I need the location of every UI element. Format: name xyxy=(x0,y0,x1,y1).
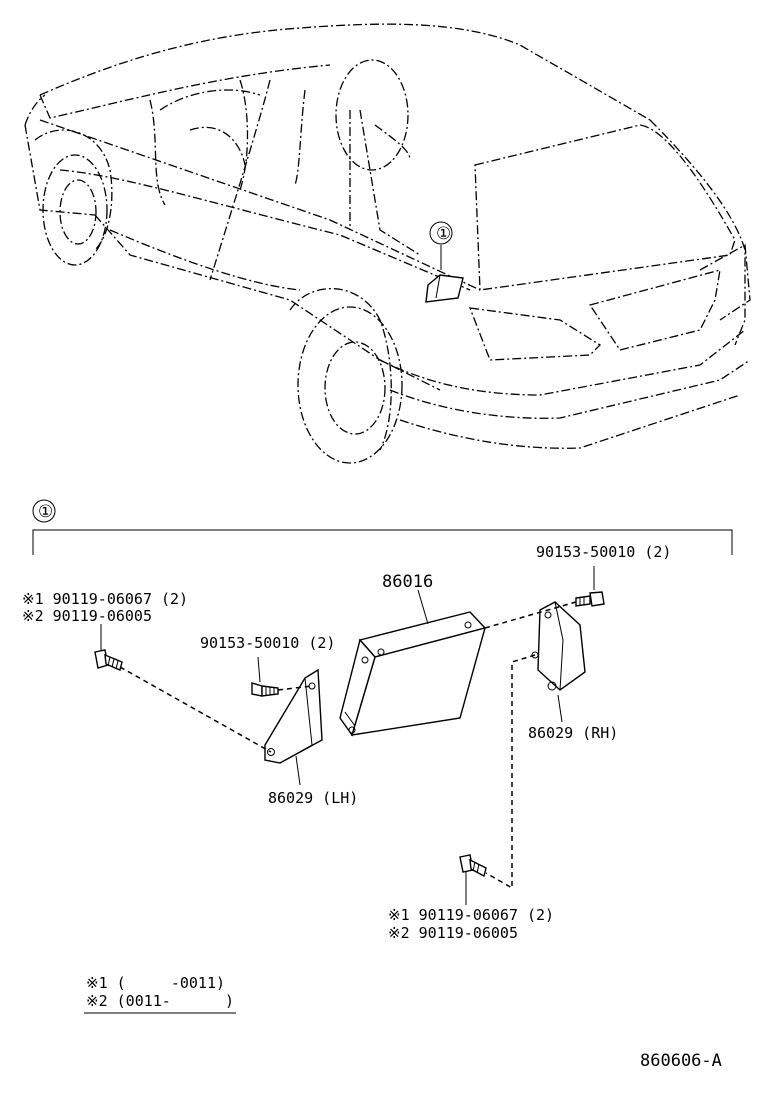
car-ecu-location xyxy=(425,274,464,303)
bracket-rh xyxy=(531,601,586,691)
car-callout-number: ① xyxy=(436,224,451,244)
vehicle-outline xyxy=(24,23,751,464)
bolt-left-label-2: ※2 90119-06005 xyxy=(22,607,152,625)
unit-86016 xyxy=(339,611,487,737)
screw-left-center xyxy=(251,682,279,697)
car-callout-circle xyxy=(429,221,453,245)
assembly-line-bottom-bolt xyxy=(485,654,536,890)
bolt-bottom xyxy=(459,854,487,878)
assembly-line-right-screw xyxy=(484,601,577,629)
unit-label: 86016 xyxy=(382,572,433,592)
bracket-lh-label: 86029 (LH) xyxy=(268,789,358,807)
screw-right-top xyxy=(575,591,605,607)
section-bracket xyxy=(32,529,733,555)
bolt-left xyxy=(94,649,123,671)
assembly-line-left-screw xyxy=(277,685,313,691)
bracket-lh xyxy=(264,668,323,764)
assembly-line-left-bolt xyxy=(119,666,272,753)
drawing-code: 860606-A xyxy=(640,1051,722,1071)
section-callout-number: ① xyxy=(38,502,53,522)
section-callout-circle xyxy=(32,499,56,523)
legend-line-2: ※2 (0011- ) xyxy=(86,992,234,1010)
screw-left-center-label: 90153-50010 (2) xyxy=(200,634,335,652)
legend-line-1: ※1 ( -0011) xyxy=(86,974,225,992)
bracket-rh-label: 86029 (RH) xyxy=(528,724,618,742)
screw-right-top-label: 90153-50010 (2) xyxy=(536,543,671,561)
bolt-bottom-label-1: ※1 90119-06067 (2) xyxy=(388,906,554,924)
bolt-left-label-1: ※1 90119-06067 (2) xyxy=(22,590,188,608)
bolt-bottom-label-2: ※2 90119-06005 xyxy=(388,924,518,942)
